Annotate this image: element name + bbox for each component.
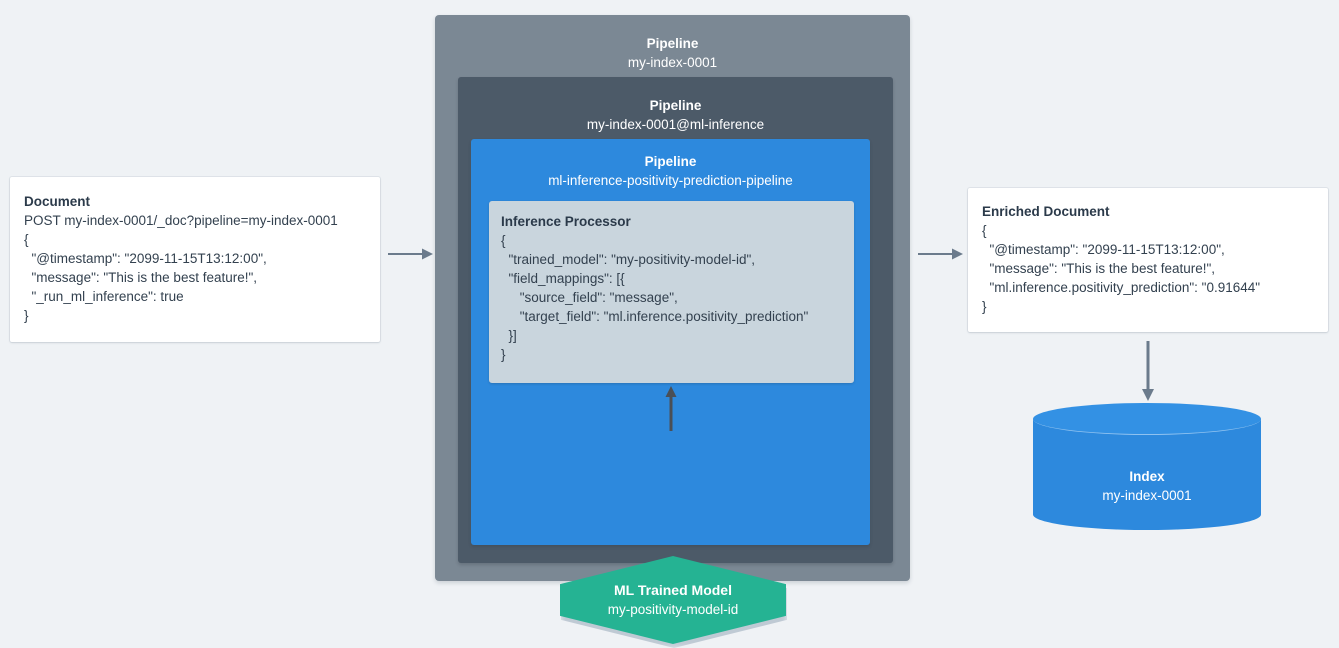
pipeline-inner-box: Pipeline ml-inference-positivity-predict… xyxy=(471,139,870,648)
pipeline-inner-name: ml-inference-positivity-prediction-pipel… xyxy=(548,173,793,188)
document-line-3: "message": "This is the best feature!", xyxy=(24,270,258,285)
inference-processor-title: Inference Processor xyxy=(501,214,631,229)
inference-processor-card: Inference Processor { "trained_model": "… xyxy=(489,201,854,383)
pipeline-middle-title: Pipeline xyxy=(649,98,702,113)
index-cylinder-top xyxy=(1033,403,1261,435)
document-line-0: POST my-index-0001/_doc?pipeline=my-inde… xyxy=(24,213,338,228)
diagram-canvas: Document POST my-index-0001/_doc?pipelin… xyxy=(10,15,1328,648)
ml-trained-model-title: ML Trained Model xyxy=(614,581,732,598)
pipeline-inner-title: Pipeline xyxy=(644,154,697,169)
document-card: Document POST my-index-0001/_doc?pipelin… xyxy=(10,177,380,342)
inference-processor-line-1: "trained_model": "my-positivity-model-id… xyxy=(501,252,756,267)
enriched-document-line-2: "message": "This is the best feature!", xyxy=(982,261,1216,276)
pipeline-middle-box: Pipeline my-index-0001@ml-inference Pipe… xyxy=(458,77,893,648)
enriched-document-line-1: "@timestamp": "2099-11-15T13:12:00", xyxy=(982,242,1225,257)
index-title: Index xyxy=(1129,469,1165,484)
pipeline-outer-box: Pipeline my-index-0001 Pipeline my-index… xyxy=(435,15,910,648)
inference-processor-line-5: }] xyxy=(501,328,517,343)
index-name: my-index-0001 xyxy=(1102,488,1192,503)
pipeline-inner-header: Pipeline ml-inference-positivity-predict… xyxy=(471,153,870,191)
document-title: Document xyxy=(24,194,91,209)
pipeline-middle-name: my-index-0001@ml-inference xyxy=(586,117,765,132)
enriched-document-card: Enriched Document { "@timestamp": "2099-… xyxy=(968,188,1328,332)
index-cylinder: Index my-index-0001 xyxy=(1033,403,1261,530)
inference-processor-line-4: "target_field": "ml.inference.positivity… xyxy=(501,309,809,324)
ml-trained-model-hexagon: ML Trained Model my-positivity-model-id xyxy=(560,556,786,644)
enriched-document-line-3: "ml.inference.positivity_prediction": "0… xyxy=(982,280,1261,295)
arrow-model-to-processor xyxy=(665,386,677,431)
document-line-4: "_run_ml_inference": true xyxy=(24,289,184,304)
inference-processor-line-0: { xyxy=(501,233,506,248)
arrow-pipeline-to-enriched-document xyxy=(918,248,963,260)
enriched-document-line-4: } xyxy=(982,299,987,314)
document-line-1: { xyxy=(24,232,29,247)
index-label: Index my-index-0001 xyxy=(1033,467,1261,506)
arrow-document-to-pipeline xyxy=(388,248,433,260)
inference-processor-line-6: } xyxy=(501,347,506,362)
inference-processor-line-3: "source_field": "message", xyxy=(501,290,678,305)
document-line-2: "@timestamp": "2099-11-15T13:12:00", xyxy=(24,251,267,266)
index-cylinder-body xyxy=(1033,419,1261,530)
document-line-5: } xyxy=(24,308,29,323)
pipeline-outer-name: my-index-0001 xyxy=(627,55,718,70)
pipeline-middle-header: Pipeline my-index-0001@ml-inference xyxy=(458,97,893,135)
enriched-document-title: Enriched Document xyxy=(982,204,1110,219)
enriched-document-line-0: { xyxy=(982,223,987,238)
inference-processor-line-2: "field_mappings": [{ xyxy=(501,271,625,286)
pipeline-outer-header: Pipeline my-index-0001 xyxy=(435,35,910,73)
pipeline-outer-title: Pipeline xyxy=(646,36,699,51)
ml-trained-model-name: my-positivity-model-id xyxy=(607,601,739,617)
arrow-enriched-document-to-index xyxy=(1142,341,1154,401)
